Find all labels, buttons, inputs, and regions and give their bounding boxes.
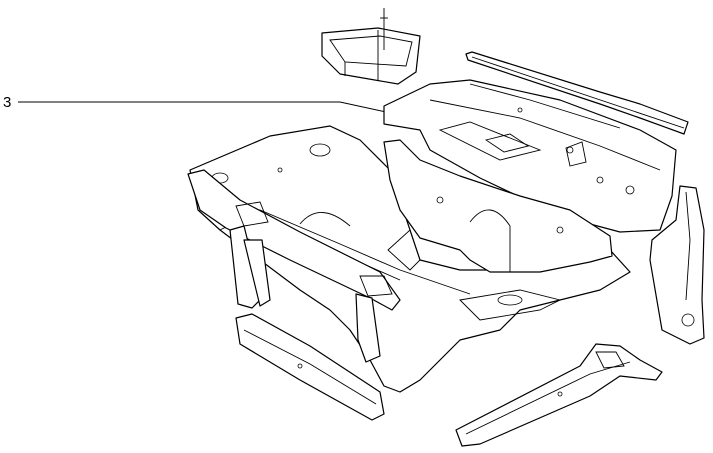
- battery-tray-part: [321, 8, 421, 85]
- lower-radiator-crossmember-part: [235, 313, 385, 421]
- front-crossmember-part: [187, 169, 401, 363]
- callout-label-3: 3: [3, 94, 12, 111]
- callout-leader-line-angled: [339, 101, 387, 113]
- a-pillar-part: [649, 185, 705, 345]
- cowl-rail-part: [465, 51, 689, 135]
- dashboard-bulkhead-panel: [383, 79, 677, 233]
- front-longitudinal-rail-part: [455, 343, 663, 447]
